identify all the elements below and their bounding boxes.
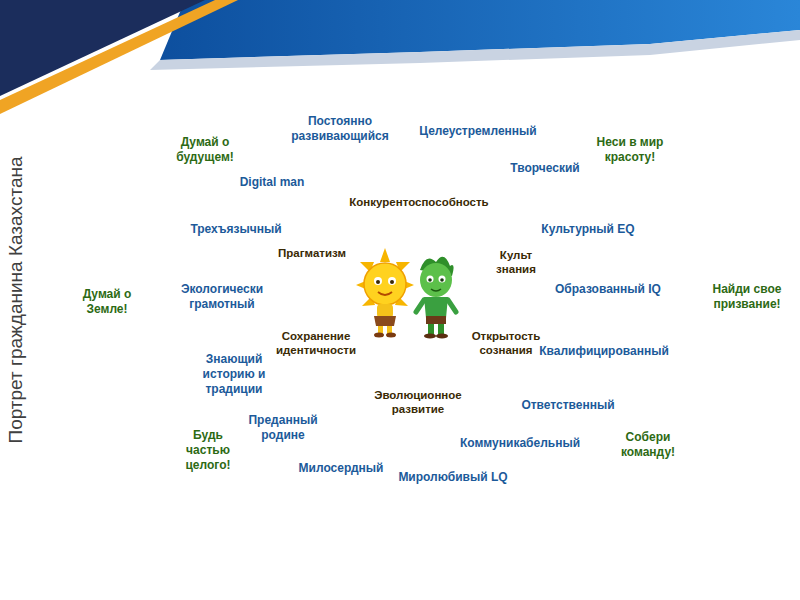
zone-label: Ответственный (513, 398, 623, 413)
zone-label: Эволюционное развитие (366, 388, 470, 417)
zone-label: Открытость сознания (463, 329, 549, 358)
zone-label: Думай о Земле! (67, 287, 147, 317)
zone-label: Культурный EQ (531, 222, 646, 237)
zone-label: Думай о будущем! (155, 135, 255, 165)
inner-circle (332, 218, 486, 372)
zone-label: Конкурентоспособность (332, 195, 507, 209)
zone-label: Постоянно развивающийся (284, 114, 396, 144)
header-band (150, 30, 800, 70)
zone-label: Прагматизм (266, 246, 358, 260)
header-corner (0, 0, 205, 96)
zone-label: Творческий (495, 161, 595, 176)
zone-label: Неси в мир красоту! (580, 135, 680, 165)
zone-label: Целеустремленный (411, 124, 546, 139)
zone-label: Экологически грамотный (172, 282, 272, 312)
ellipse-zone: КонкурентоспособностьПрагматизмКульт зна… (275, 165, 545, 441)
zone-label: Культ знания (485, 248, 547, 277)
zone-label: Знающий историю и традиции (193, 352, 275, 397)
ellipse-zone: Думай о будущем! Неси в мир красоту! Думай… (65, 76, 792, 560)
green-mascot (416, 257, 456, 339)
zone-label: Милосердный (291, 461, 391, 476)
sun-mascot (356, 248, 414, 338)
zone-label: Преданный родине (242, 413, 324, 443)
diagram-title: Портрет гражданина Казахстана (5, 156, 27, 443)
zone-label: Образованный IQ (548, 282, 668, 297)
zone-label: Квалифицированный (537, 344, 672, 359)
zone-label: Сохранение идентичности (268, 329, 364, 358)
zone-label: Собери команду! (608, 430, 688, 460)
zone-label: Будь частью целого! (177, 428, 239, 473)
zone-label: Коммуникабельный (453, 436, 588, 451)
zone-label: Найди свое призвание! (711, 282, 783, 312)
ellipse-outline (65, 76, 792, 560)
zone-label: Трехъязычный (181, 222, 291, 237)
zone-label: Digital man (222, 175, 322, 190)
zone-label: Миролюбивый LQ (391, 470, 516, 485)
header-stripe (0, 0, 238, 114)
